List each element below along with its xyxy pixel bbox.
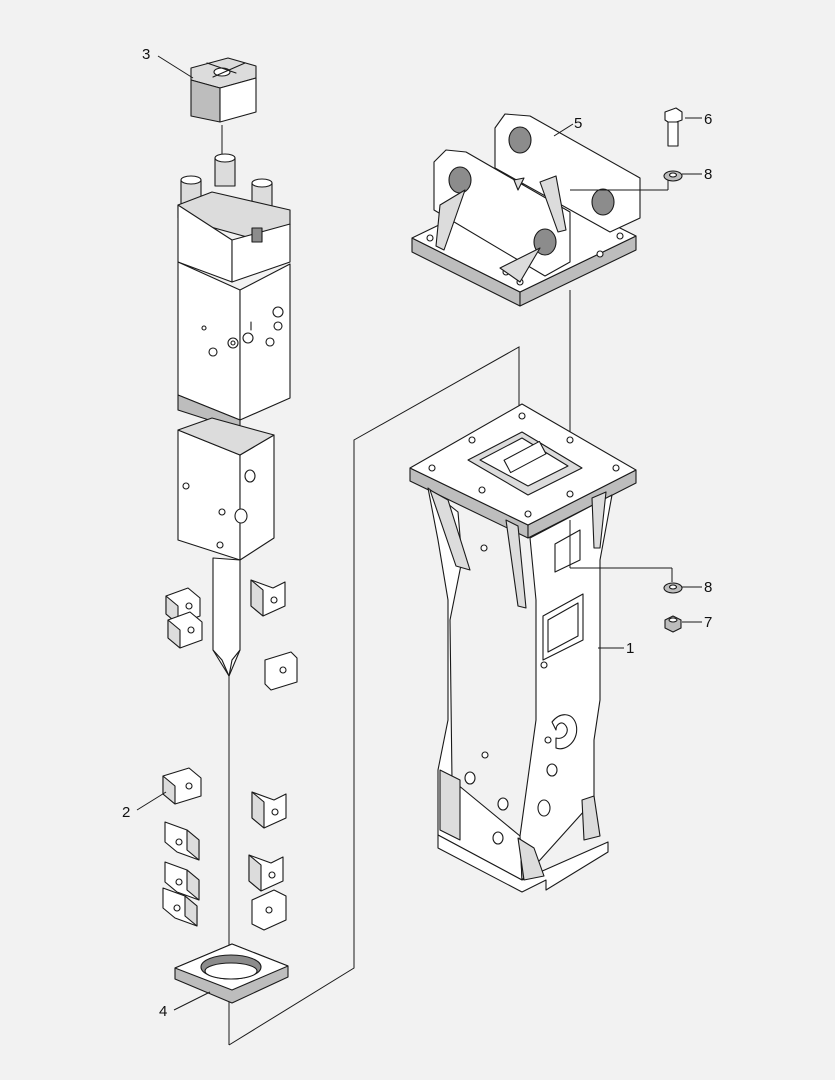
valve-assembly xyxy=(177,153,291,1045)
callout-2: 2 xyxy=(122,804,130,821)
callout-7: 7 xyxy=(704,614,712,631)
leader-lines xyxy=(136,55,702,1011)
callout-5: 5 xyxy=(574,115,582,132)
cap-part xyxy=(190,57,257,160)
washer-bottom-part xyxy=(663,582,683,594)
callout-4: 4 xyxy=(159,1003,167,1020)
callout-labels: 3 5 6 8 8 7 1 2 4 xyxy=(122,46,712,1020)
washer-top-part xyxy=(663,170,683,182)
callout-1: 1 xyxy=(626,640,634,657)
nut-part xyxy=(664,615,682,633)
body-part xyxy=(409,403,673,893)
bolt-part xyxy=(664,107,683,147)
bracket-part xyxy=(411,113,669,440)
callout-8-top: 8 xyxy=(704,166,712,183)
wear-pads xyxy=(162,579,298,931)
callout-8-bottom: 8 xyxy=(704,579,712,596)
callout-3: 3 xyxy=(142,46,150,63)
bushing-part xyxy=(174,943,289,1004)
callout-6: 6 xyxy=(704,111,712,128)
